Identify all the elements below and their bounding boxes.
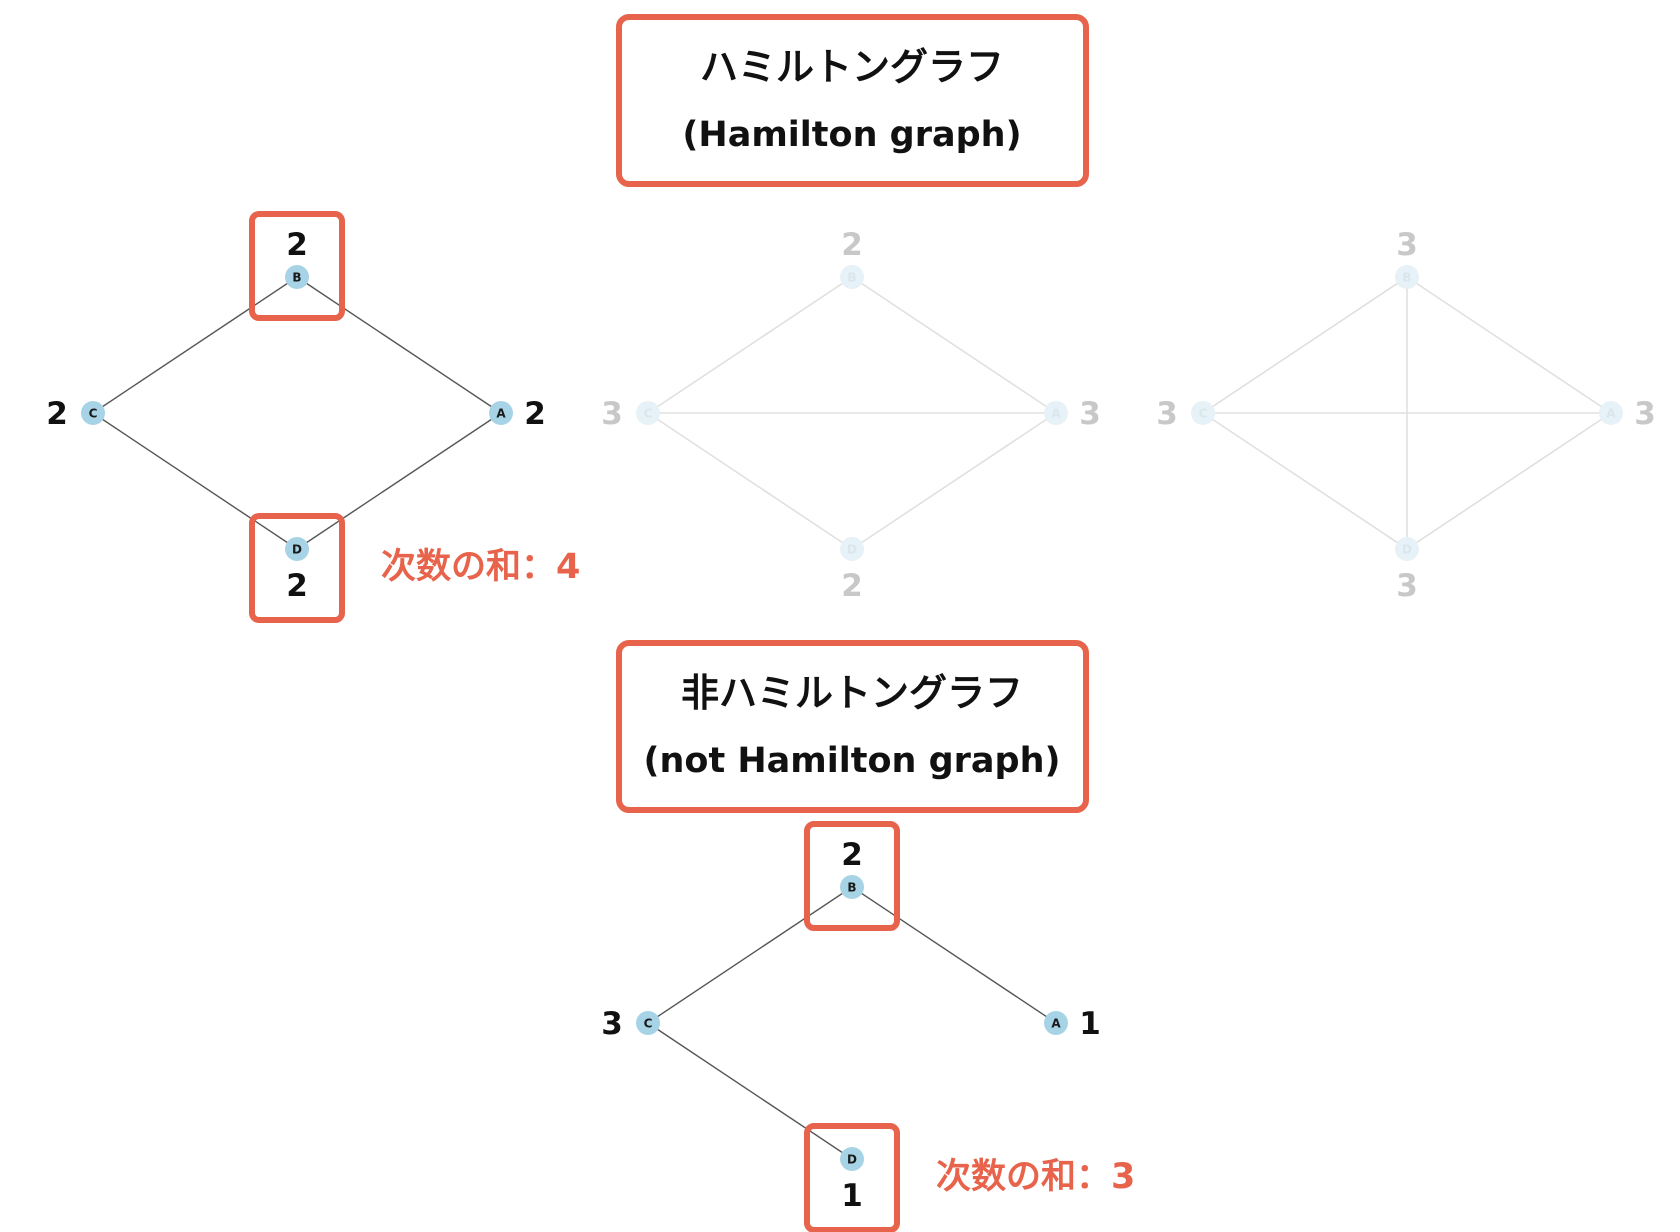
node-d (1395, 537, 1419, 561)
node-label-c: C (644, 1017, 653, 1031)
graph-path4: A 1 B 2C 3D 1 次数の和：3 (601, 821, 1135, 1232)
edge-b-a (296, 276, 502, 414)
highlight-frame-b (804, 821, 900, 931)
node-b (840, 875, 864, 899)
hamilton-title-box: ハミルトングラフ (Hamilton graph) (616, 14, 1089, 187)
hamilton-title-en: (Hamilton graph) (682, 115, 1021, 155)
node-label-c: C (644, 407, 653, 421)
node-c (1191, 401, 1215, 425)
degree-label-a: 1 (1079, 1006, 1101, 1042)
degree-label-a: 3 (1634, 396, 1656, 432)
degree-label-c: 3 (601, 396, 623, 432)
degree-label-b: 3 (1396, 227, 1418, 263)
edge-c-d (1202, 412, 1408, 550)
edge-a-d (1406, 412, 1612, 550)
node-label-d: D (1402, 543, 1412, 557)
node-a (1044, 1011, 1068, 1035)
highlight-frame-b (249, 211, 345, 321)
degree-label-a: 3 (1079, 396, 1101, 432)
degree-label-b: 2 (286, 227, 308, 263)
node-a (1599, 401, 1623, 425)
edge-b-c (647, 886, 853, 1024)
highlight-frame-d (804, 1123, 900, 1232)
degree-label-b: 2 (841, 227, 863, 263)
edge-c-d (647, 412, 853, 550)
node-b (1395, 265, 1419, 289)
edge-b-a (851, 276, 1057, 414)
node-label-b: B (292, 271, 301, 285)
node-label-d: D (847, 1153, 857, 1167)
degree-label-d: 2 (286, 568, 308, 604)
degree-label-a: 2 (524, 396, 546, 432)
edge-c-d (647, 1022, 853, 1160)
node-label-d: D (292, 543, 302, 557)
degree-label-d: 2 (841, 568, 863, 604)
node-a (489, 401, 513, 425)
edge-b-c (92, 276, 298, 414)
hamilton-title-jp: ハミルトングラフ (700, 45, 1004, 89)
node-d (840, 537, 864, 561)
edge-b-c (647, 276, 853, 414)
degree-label-c: 2 (46, 396, 68, 432)
node-label-b: B (847, 881, 856, 895)
highlight-frame-d (249, 513, 345, 623)
node-label-b: B (847, 271, 856, 285)
node-label-c: C (89, 407, 98, 421)
degree-label-c: 3 (601, 1006, 623, 1042)
node-label-d: D (847, 543, 857, 557)
node-label-a: A (1606, 407, 1616, 421)
non-hamilton-title-en: (not Hamilton graph) (643, 741, 1060, 781)
edge-a-d (851, 412, 1057, 550)
node-label-b: B (1402, 271, 1411, 285)
node-label-a: A (496, 407, 506, 421)
degree-sum-label: 次数の和：3 (936, 1157, 1135, 1197)
edge-b-a (1406, 276, 1612, 414)
edge-b-a (851, 886, 1057, 1024)
non-hamilton-title-box: 非ハミルトングラフ (not Hamilton graph) (616, 640, 1089, 813)
degree-label-c: 3 (1156, 396, 1178, 432)
node-label-a: A (1051, 407, 1061, 421)
edge-a-d (296, 412, 502, 550)
node-label-a: A (1051, 1017, 1061, 1031)
non-hamilton-title-jp: 非ハミルトングラフ (681, 671, 1023, 715)
non-hamilton-title-frame (616, 640, 1089, 813)
degree-sum-label: 次数の和：4 (381, 547, 580, 587)
node-label-c: C (1199, 407, 1208, 421)
node-a (1044, 401, 1068, 425)
node-b (840, 265, 864, 289)
node-c (636, 1011, 660, 1035)
degree-label-d: 1 (841, 1178, 863, 1214)
degree-label-d: 3 (1396, 568, 1418, 604)
edge-c-d (92, 412, 298, 550)
node-c (81, 401, 105, 425)
edge-b-c (1202, 276, 1408, 414)
node-d (840, 1147, 864, 1171)
node-d (285, 537, 309, 561)
degree-label-b: 2 (841, 837, 863, 873)
node-b (285, 265, 309, 289)
node-c (636, 401, 660, 425)
hamilton-title-frame (616, 14, 1089, 187)
